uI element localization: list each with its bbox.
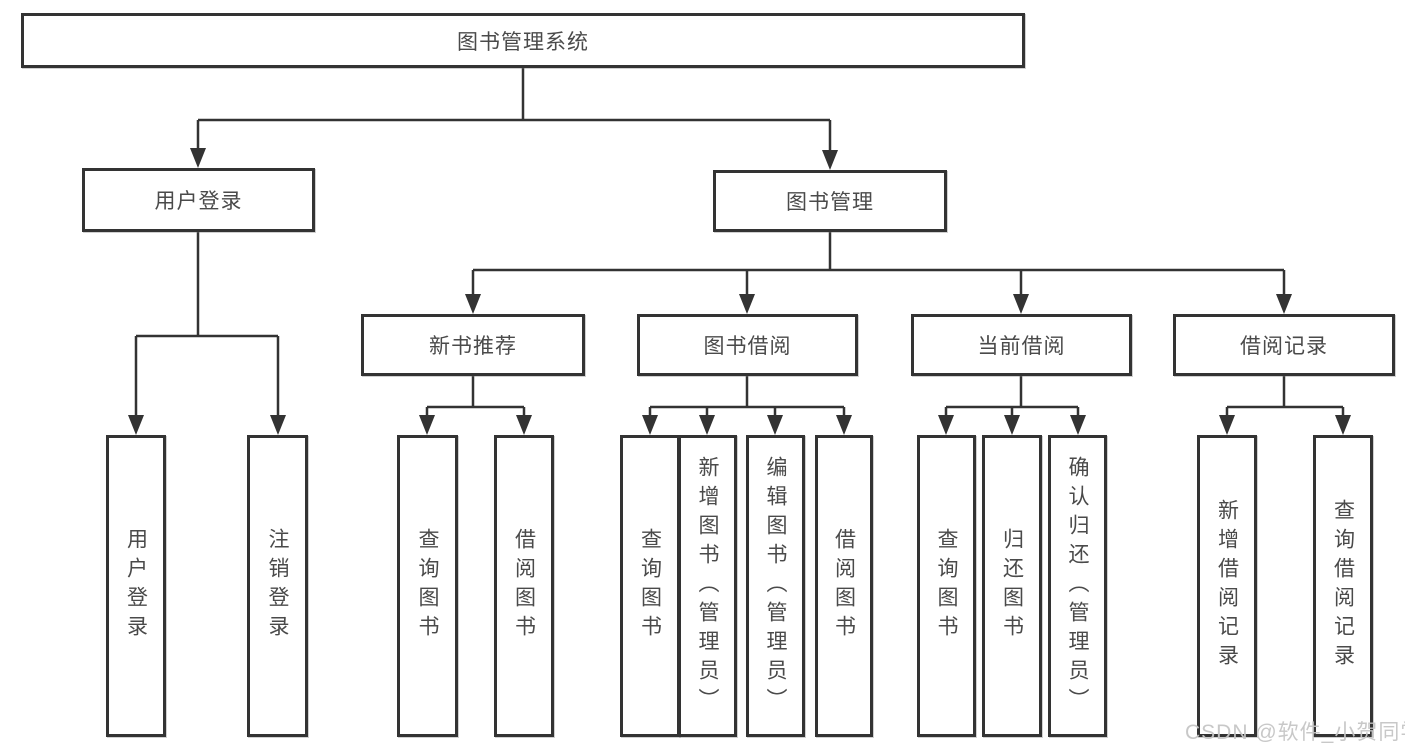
leaf-add-book-admin: 新增图书（管理员） <box>678 435 737 737</box>
leaf-borrow-books: 借阅图书 <box>815 435 873 737</box>
leaf-query-books-current: 查询图书 <box>917 435 976 737</box>
node-book-borrow: 图书借阅 <box>637 314 858 376</box>
leaf-add-borrow-record: 新增借阅记录 <box>1197 435 1257 737</box>
node-book-management: 图书管理 <box>713 170 947 232</box>
node-borrow-records: 借阅记录 <box>1173 314 1395 376</box>
leaf-edit-book-admin: 编辑图书（管理员） <box>746 435 805 737</box>
leaf-borrow-books-recommend: 借阅图书 <box>494 435 554 737</box>
watermark: CSDN @软件_小贺同学 <box>1185 721 1405 744</box>
leaf-query-borrow-record: 查询借阅记录 <box>1313 435 1373 737</box>
node-user-login: 用户登录 <box>82 168 315 232</box>
node-library-management-system: 图书管理系统 <box>21 13 1025 68</box>
node-current-borrow: 当前借阅 <box>911 314 1132 376</box>
leaf-return-books: 归还图书 <box>982 435 1042 737</box>
leaf-confirm-return-admin: 确认归还（管理员） <box>1048 435 1107 737</box>
leaf-logout: 注销登录 <box>247 435 308 737</box>
node-new-book-recommend: 新书推荐 <box>361 314 585 376</box>
leaf-query-books-recommend: 查询图书 <box>397 435 458 737</box>
leaf-query-books-borrow: 查询图书 <box>620 435 680 737</box>
leaf-user-login: 用户登录 <box>106 435 166 737</box>
